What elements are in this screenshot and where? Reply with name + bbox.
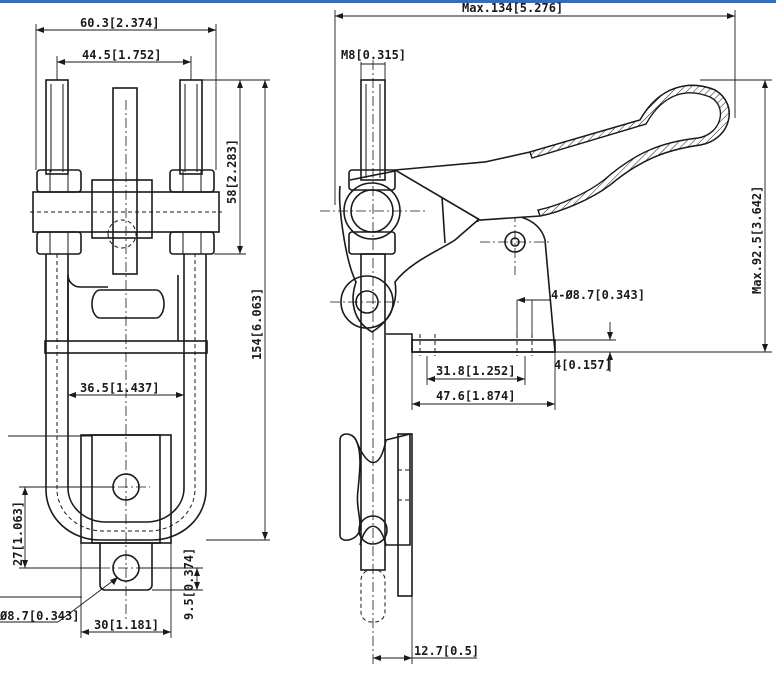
dim-latch-offset: 12.7[0.5] xyxy=(414,644,479,658)
left-lower-nut xyxy=(36,231,82,255)
latch-keeper xyxy=(397,433,413,597)
dim-mount-holes: 4-Ø8.7[0.343] xyxy=(551,288,645,302)
latch-hook xyxy=(339,433,361,541)
dim-inner-width: 36.5[1.437] xyxy=(80,381,159,395)
dim-thread: M8[0.315] xyxy=(341,48,406,62)
hook-loop xyxy=(91,289,165,319)
dim-hole-diameter: Ø8.7[0.343] xyxy=(0,609,79,623)
right-lower-nut xyxy=(169,231,215,255)
top-accent-bar xyxy=(0,0,776,3)
side-base-plate xyxy=(411,339,556,353)
handle-grip xyxy=(529,84,730,217)
dim-overall-width: 60.3[2.374] xyxy=(80,16,159,30)
dim-hole-spacing-b: 47.6[1.874] xyxy=(436,389,515,403)
u-bolt-outer xyxy=(45,254,207,541)
dim-bolt-length: 58[2.283] xyxy=(225,139,239,204)
dim-bottom-width: 30[1.181] xyxy=(94,618,159,632)
front-view xyxy=(30,79,222,620)
bottom-tab xyxy=(99,543,153,591)
dim-stud-spacing: 44.5[1.752] xyxy=(82,48,161,62)
dim-hole-offset: 27[1.063] xyxy=(11,501,25,566)
dim-tab-offset: 9.5[0.374] xyxy=(182,548,196,620)
front-base-plate xyxy=(44,340,208,354)
center-lever xyxy=(112,87,138,275)
side-view xyxy=(320,60,730,664)
center-block xyxy=(91,179,153,239)
dim-overall-height: 154[6.063] xyxy=(250,288,264,360)
left-stud xyxy=(45,79,69,175)
handle-lever xyxy=(392,84,730,221)
dim-base-thickness: 4[0.157] xyxy=(554,358,612,372)
front-dimensions: 60.3[2.374] 44.5[1.752] 58[2.283] 154[6.… xyxy=(0,16,270,638)
dim-hole-spacing-a: 31.8[1.252] xyxy=(436,364,515,378)
dim-max-height: Max.92.5[3.642] xyxy=(750,186,764,294)
dim-max-length: Max.134[5.276] xyxy=(462,1,563,15)
side-lower-nut xyxy=(348,231,396,255)
side-dimensions: Max.134[5.276] M8[0.315] Max.92.5[3.642]… xyxy=(334,1,772,664)
rod-end xyxy=(358,515,388,545)
u-bolt-inner xyxy=(67,254,185,523)
right-stud xyxy=(179,79,203,175)
